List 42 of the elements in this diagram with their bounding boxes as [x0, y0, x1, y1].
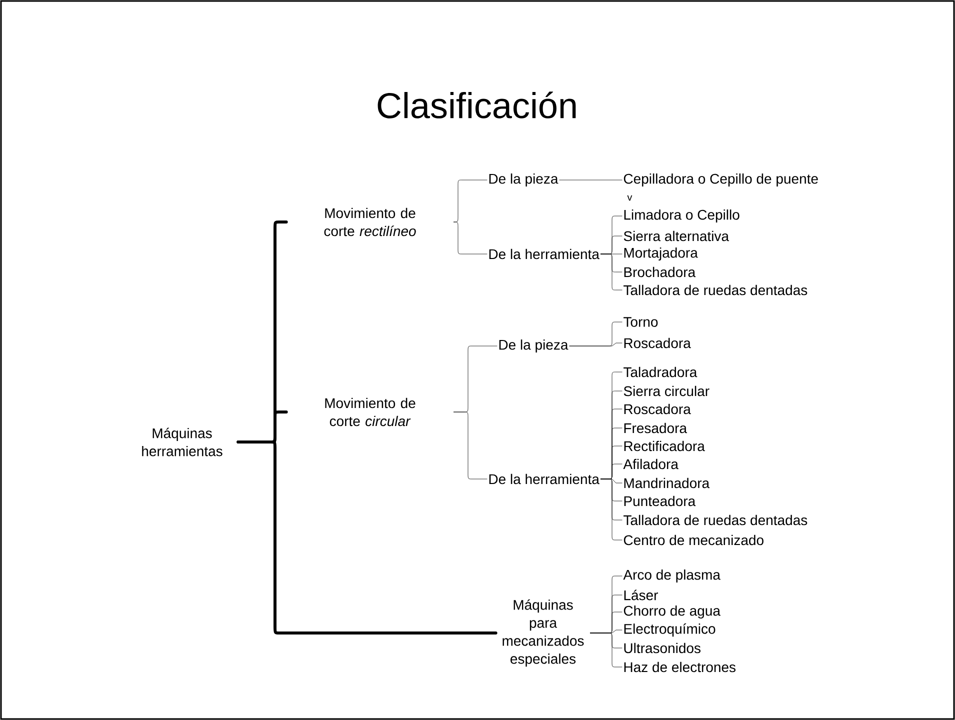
group-label: De la pieza — [499, 339, 568, 353]
brace-branch — [600, 254, 622, 290]
machine-label: Electroquímico — [624, 623, 716, 637]
machine-label: Punteadora — [624, 496, 696, 506]
category-label: Máquinas herramientas — [142, 428, 222, 456]
machine-label: Mandrinadora — [624, 478, 710, 488]
brace-branch — [600, 478, 622, 540]
machine-label: Roscadora — [624, 404, 691, 414]
machine-label: Arco de plasma — [623, 569, 720, 583]
machine-label: Haz de electrones — [624, 662, 736, 672]
machine-label: Limadora o Cepillo — [624, 209, 740, 223]
subcategory-label: Movimiento de corte circular — [325, 398, 416, 426]
machine-label: Fresadora — [624, 422, 688, 434]
group-label: De la herramienta — [489, 248, 600, 260]
machine-label: Centro de mecanizado — [624, 534, 764, 546]
title: Clasificación — [378, 92, 576, 118]
brace-branch — [569, 342, 622, 346]
brace-branch — [236, 440, 498, 634]
subcategory-label: Máquinas para mecanizados especiales — [502, 599, 584, 667]
machine-label: Sierra circular — [624, 386, 710, 396]
machine-label: Torno — [624, 317, 658, 327]
note-label: v — [627, 195, 632, 201]
machine-label: Talladora de ruedas dentadas — [624, 514, 808, 526]
machine-label: Láser — [624, 590, 658, 600]
machine-label: Afiladora — [623, 458, 678, 470]
group-label: De la herramienta — [489, 474, 600, 484]
brace-branch — [454, 180, 488, 222]
brace-branch — [454, 222, 488, 254]
machine-label: Cepilladora o Cepillo de puente — [624, 173, 818, 187]
machine-label: Brochadora — [624, 266, 696, 278]
machine-label: Mortajadora — [624, 247, 698, 261]
machine-label: Taladradora — [624, 366, 698, 378]
subcategory-label: Movimiento de corte rectilíneo — [324, 208, 416, 236]
machine-label: Ultrasonidos — [624, 642, 700, 654]
machine-label: Rectificadora — [624, 440, 705, 452]
machine-label: Chorro de agua — [624, 605, 720, 619]
brace-branch — [454, 412, 488, 480]
machine-label: Sierra alternativa — [624, 230, 730, 242]
machine-label: Talladora de ruedas dentadas — [624, 284, 808, 296]
group-label: De la pieza — [489, 173, 558, 187]
brace-branch — [590, 632, 622, 668]
machine-label: Roscadora — [624, 338, 691, 348]
